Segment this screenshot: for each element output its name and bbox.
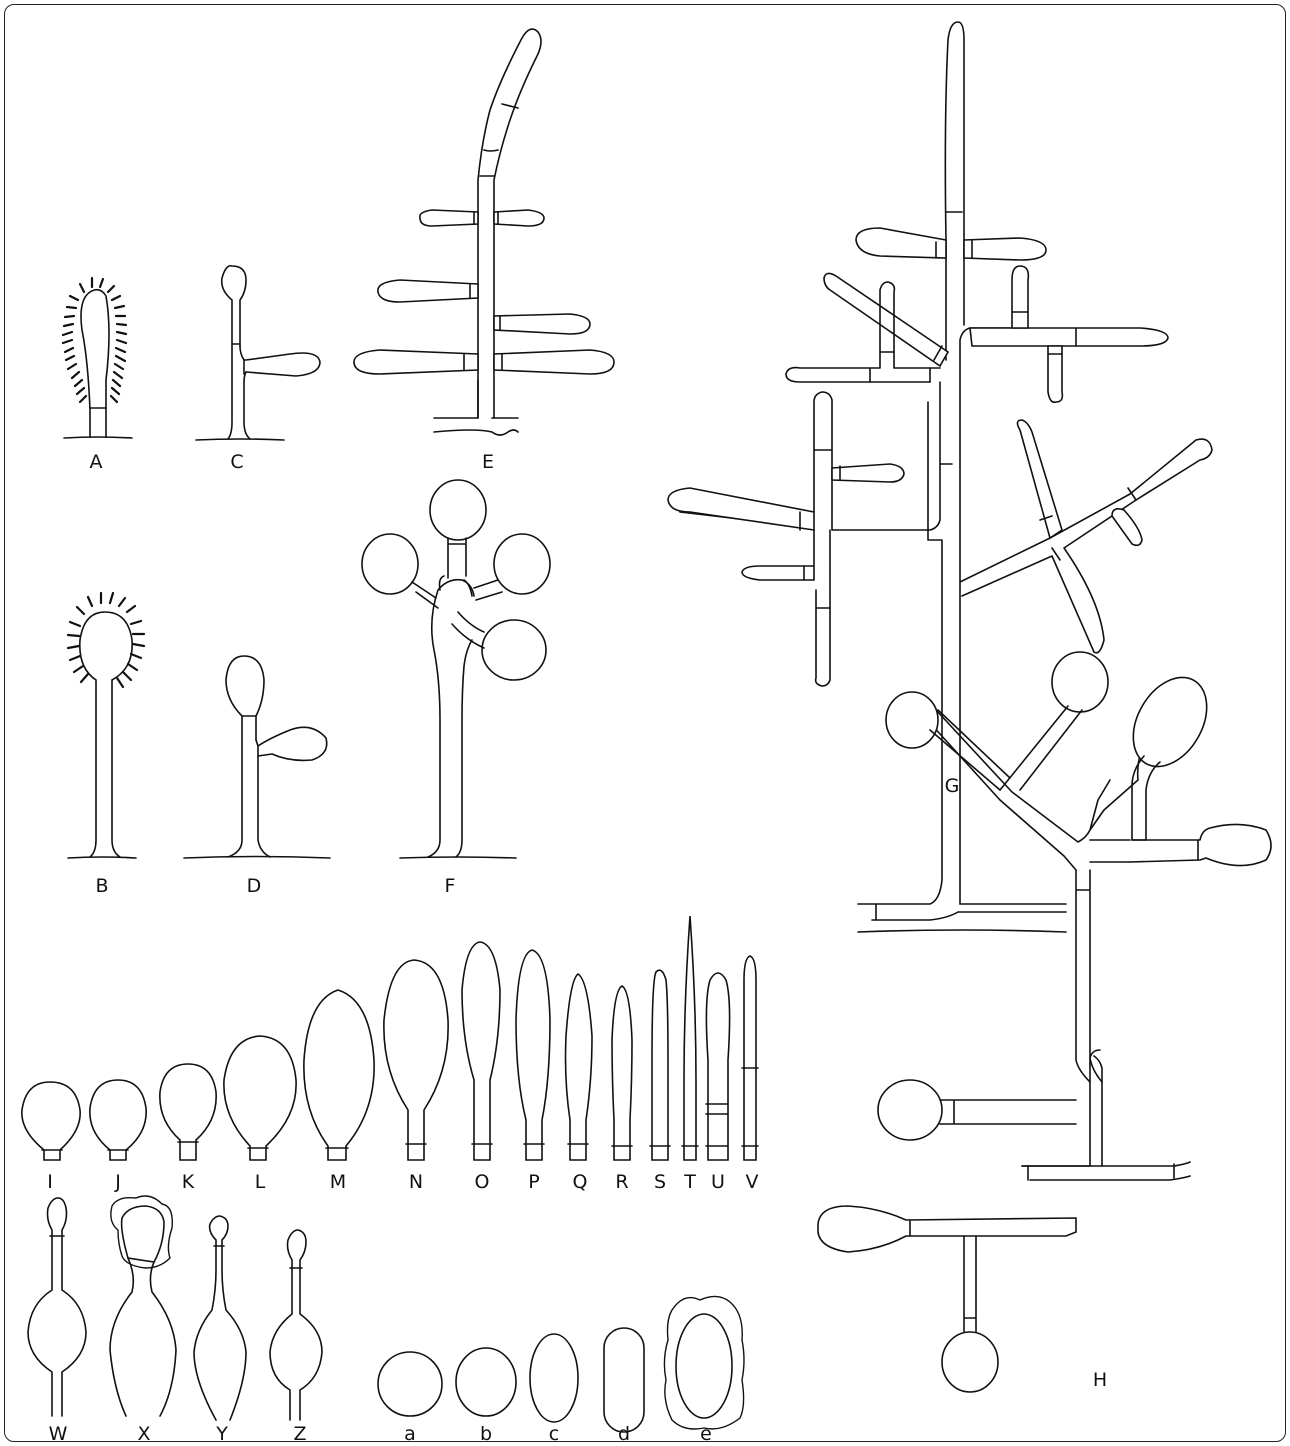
label-t: T — [683, 1171, 696, 1193]
label-o: O — [475, 1171, 490, 1193]
label-small-a: a — [404, 1423, 416, 1445]
label-p: P — [528, 1171, 539, 1193]
panel-d-structure — [184, 656, 330, 858]
label-f: F — [445, 875, 456, 897]
label-c: C — [230, 451, 243, 473]
label-small-b: b — [480, 1423, 492, 1445]
label-e: E — [482, 451, 494, 473]
panel-labels: A C E B D F G H I J K L M N O P Q R S T … — [47, 451, 1107, 1445]
panel-g-structure — [668, 22, 1212, 932]
panel-f-structure — [362, 480, 550, 858]
label-l: L — [255, 1171, 266, 1193]
label-n: N — [409, 1171, 423, 1193]
panel-a-structure — [63, 278, 132, 438]
label-y: Y — [215, 1423, 228, 1445]
label-k: K — [182, 1171, 195, 1193]
label-z: Z — [293, 1423, 306, 1445]
panel-c-structure — [196, 266, 320, 440]
label-a: A — [90, 451, 103, 473]
label-w: W — [49, 1423, 68, 1445]
label-b: B — [95, 875, 108, 897]
label-m: M — [330, 1171, 346, 1193]
label-q: Q — [573, 1171, 588, 1193]
conidia-a-to-e — [378, 1296, 744, 1432]
label-i: I — [47, 1171, 53, 1193]
label-s: S — [654, 1171, 666, 1193]
label-v: V — [746, 1171, 759, 1193]
label-j: J — [114, 1171, 121, 1193]
label-u: U — [711, 1171, 725, 1193]
label-g: G — [945, 775, 960, 797]
panel-e-structure — [354, 29, 614, 435]
shapes-i-to-v — [22, 916, 758, 1160]
label-small-e: e — [700, 1423, 712, 1445]
panel-h-structure — [818, 652, 1271, 1392]
panel-b-structure — [68, 593, 144, 858]
label-x: X — [137, 1423, 150, 1445]
label-small-c: c — [549, 1423, 559, 1445]
label-d: D — [247, 875, 262, 897]
label-h: H — [1093, 1369, 1107, 1391]
label-small-d: d — [618, 1423, 630, 1445]
shapes-w-to-z — [28, 1196, 322, 1420]
a-hairs — [63, 278, 126, 402]
label-r: R — [615, 1171, 628, 1193]
